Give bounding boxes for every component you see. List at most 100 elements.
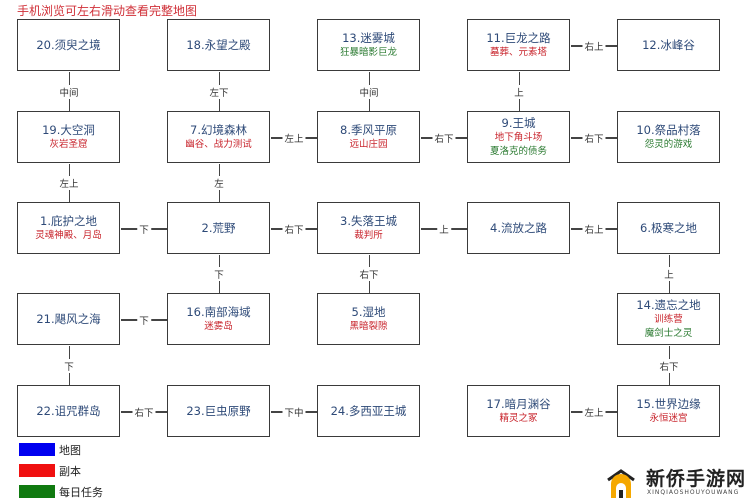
map-node-17: 17.暗月渊谷精灵之冢 <box>467 385 570 437</box>
map-node-20: 20.须臾之境 <box>17 19 120 71</box>
direction-label: 右上 <box>582 221 606 236</box>
direction-label: 下 <box>212 267 226 281</box>
dungeon-label: 灵魂神殿、月岛 <box>35 229 102 241</box>
dungeon-label: 精灵之冢 <box>499 412 538 424</box>
map-node-19: 19.大空洞灰岩圣窟 <box>17 111 120 163</box>
map-node-12: 12.冰峰谷 <box>617 19 720 71</box>
map-node-2: 2.荒野 <box>167 202 270 254</box>
map-name: 1.庇护之地 <box>40 213 97 228</box>
direction-label: 右下 <box>132 404 156 419</box>
direction-label: 右下 <box>582 130 606 145</box>
map-node-15: 15.世界边缘永恒迷宫 <box>617 385 720 437</box>
map-name: 24.多西亚王城 <box>330 403 407 418</box>
daily-quest-label: 怨灵的游戏 <box>644 138 693 150</box>
dungeon-label: 迷雾岛 <box>204 320 233 332</box>
dungeon-label: 地下角斗场 <box>494 131 543 143</box>
map-name: 3.失落王城 <box>340 213 397 228</box>
daily-quest-label: 夏洛克的债务 <box>489 145 547 157</box>
legend-label: 每日任务 <box>59 485 103 499</box>
map-name: 9.王城 <box>501 115 536 130</box>
map-node-7: 7.幻境森林幽谷、战力测试 <box>167 111 270 163</box>
direction-label: 上 <box>512 84 526 99</box>
direction-label: 中间 <box>357 84 381 99</box>
map-name: 15.世界边缘 <box>636 396 701 411</box>
direction-label: 右上 <box>582 38 606 53</box>
map-name: 18.永望之殿 <box>186 37 251 52</box>
map-name: 20.须臾之境 <box>36 37 101 52</box>
direction-label: 下 <box>137 221 151 236</box>
map-name: 17.暗月渊谷 <box>486 396 551 411</box>
map-name: 5.湿地 <box>351 304 386 319</box>
map-node-21: 21.飓风之海 <box>17 293 120 345</box>
map-node-24: 24.多西亚王城 <box>317 385 420 437</box>
map-name: 22.诅咒群岛 <box>36 403 101 418</box>
legend-swatch-red <box>19 464 55 477</box>
legend-label: 地图 <box>59 443 81 457</box>
direction-label: 上 <box>662 267 676 281</box>
dungeon-label: 幽谷、战力测试 <box>185 138 252 150</box>
dungeon-label: 远山庄园 <box>349 138 388 150</box>
dungeon-label: 墓葬、元素塔 <box>489 46 547 58</box>
direction-label: 右下 <box>282 221 306 236</box>
dungeon-label: 黑暗裂隙 <box>349 320 388 332</box>
watermark-logo: 新侨手游网 XINQIAOSHOUYOUWANG <box>600 462 750 500</box>
map-name: 12.冰峰谷 <box>642 37 695 52</box>
map-name: 23.巨虫原野 <box>186 403 251 418</box>
map-name: 11.巨龙之路 <box>486 30 551 45</box>
legend-swatch-blue <box>19 443 55 456</box>
map-name: 2.荒野 <box>201 220 236 235</box>
legend-item-daily: 每日任务 <box>19 481 103 502</box>
direction-label: 左下 <box>207 84 231 99</box>
dungeon-label: 裁判所 <box>354 229 383 241</box>
dungeon-label: 永恒迷宫 <box>649 412 688 424</box>
map-name: 21.飓风之海 <box>36 311 101 326</box>
house-logo-icon <box>607 469 635 498</box>
legend-item-dungeon: 副本 <box>19 460 103 481</box>
map-node-10: 10.祭品村落怨灵的游戏 <box>617 111 720 163</box>
daily-quest-label: 魔剑士之灵 <box>644 327 693 339</box>
map-name: 10.祭品村落 <box>636 122 701 137</box>
watermark-pinyin: XINQIAOSHOUYOUWANG <box>647 489 740 496</box>
map-node-11: 11.巨龙之路墓葬、元素塔 <box>467 19 570 71</box>
legend-item-map: 地图 <box>19 439 103 460</box>
direction-label: 左上 <box>582 404 606 419</box>
direction-label: 左上 <box>282 130 306 145</box>
map-node-1: 1.庇护之地灵魂神殿、月岛 <box>17 202 120 254</box>
map-name: 16.南部海域 <box>186 304 251 319</box>
direction-label: 上 <box>437 221 451 236</box>
direction-label: 左 <box>212 176 226 190</box>
legend-swatch-green <box>19 485 55 498</box>
legend: 地图 副本 每日任务 <box>19 439 103 502</box>
map-name: 14.遗忘之地 <box>636 297 701 312</box>
map-node-18: 18.永望之殿 <box>167 19 270 71</box>
map-node-23: 23.巨虫原野 <box>167 385 270 437</box>
direction-label: 右下 <box>357 267 381 281</box>
dungeon-label: 训练营 <box>654 313 683 325</box>
legend-label: 副本 <box>59 464 81 478</box>
map-node-22: 22.诅咒群岛 <box>17 385 120 437</box>
page-header-note: 手机浏览可左右滑动查看完整地图 <box>17 4 198 18</box>
map-node-6: 6.极寒之地 <box>617 202 720 254</box>
direction-label: 下 <box>62 358 76 373</box>
direction-label: 右下 <box>432 130 456 145</box>
direction-label: 下中 <box>282 404 306 419</box>
map-node-13: 13.迷雾城狂暴暗影巨龙 <box>317 19 420 71</box>
map-node-9: 9.王城地下角斗场夏洛克的债务 <box>467 111 570 163</box>
map-name: 6.极寒之地 <box>640 220 697 235</box>
map-name: 13.迷雾城 <box>342 30 395 45</box>
map-node-5: 5.湿地黑暗裂隙 <box>317 293 420 345</box>
map-name: 4.流放之路 <box>490 220 547 235</box>
direction-label: 左上 <box>57 176 81 190</box>
map-node-16: 16.南部海域迷雾岛 <box>167 293 270 345</box>
direction-label: 右下 <box>657 358 681 373</box>
map-node-3: 3.失落王城裁判所 <box>317 202 420 254</box>
map-name: 8.季风平原 <box>340 122 397 137</box>
map-name: 19.大空洞 <box>42 122 95 137</box>
daily-quest-label: 狂暴暗影巨龙 <box>339 46 397 58</box>
direction-label: 下 <box>137 312 151 327</box>
map-name: 7.幻境森林 <box>190 122 247 137</box>
map-node-8: 8.季风平原远山庄园 <box>317 111 420 163</box>
watermark-name: 新侨手游网 <box>646 468 747 490</box>
map-node-4: 4.流放之路 <box>467 202 570 254</box>
map-node-14: 14.遗忘之地训练营魔剑士之灵 <box>617 293 720 345</box>
